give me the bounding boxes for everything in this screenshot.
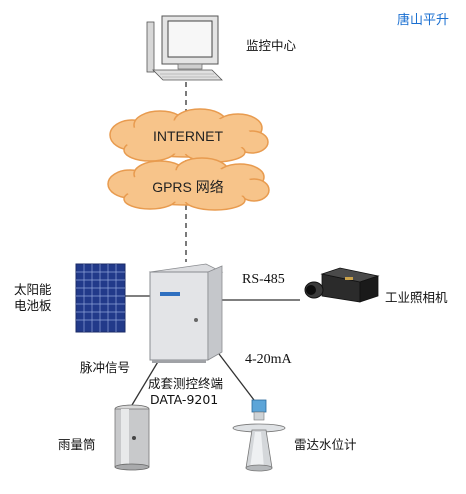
radar-level-label: 雷达水位计 [294, 437, 357, 452]
solar-panel-label-line2: 电池板 [14, 298, 52, 313]
rs485-label: RS-485 [242, 272, 285, 287]
gprs-cloud [107, 157, 270, 211]
internet-label: INTERNET [153, 128, 223, 144]
terminal-cabinet-icon [148, 263, 224, 363]
solar-panel-label-line1: 太阳能 [14, 282, 52, 297]
terminal-rain-link [131, 354, 163, 406]
industrial-camera-icon [304, 267, 380, 303]
solar-panel-icon [75, 263, 126, 333]
pulse-signal-label: 脉冲信号 [80, 360, 131, 375]
computer-icon [146, 15, 223, 81]
analog-signal-label: 4-20mA [245, 352, 292, 367]
gprs-network-label: GPRS 网络 [152, 179, 224, 195]
internet-cloud [109, 108, 269, 163]
terminal-label-line2: DATA-9201 [150, 392, 219, 407]
radar-level-icon [232, 399, 286, 472]
terminal-radar-link [215, 349, 255, 401]
brand-label: 唐山平升 [397, 13, 450, 28]
industrial-camera-label: 工业照相机 [385, 290, 448, 305]
terminal-label-line1: 成套测控终端 [148, 376, 224, 391]
rain-gauge-label: 雨量筒 [58, 437, 96, 452]
rain-gauge-icon [114, 404, 150, 471]
monitor-center-label: 监控中心 [246, 38, 297, 53]
